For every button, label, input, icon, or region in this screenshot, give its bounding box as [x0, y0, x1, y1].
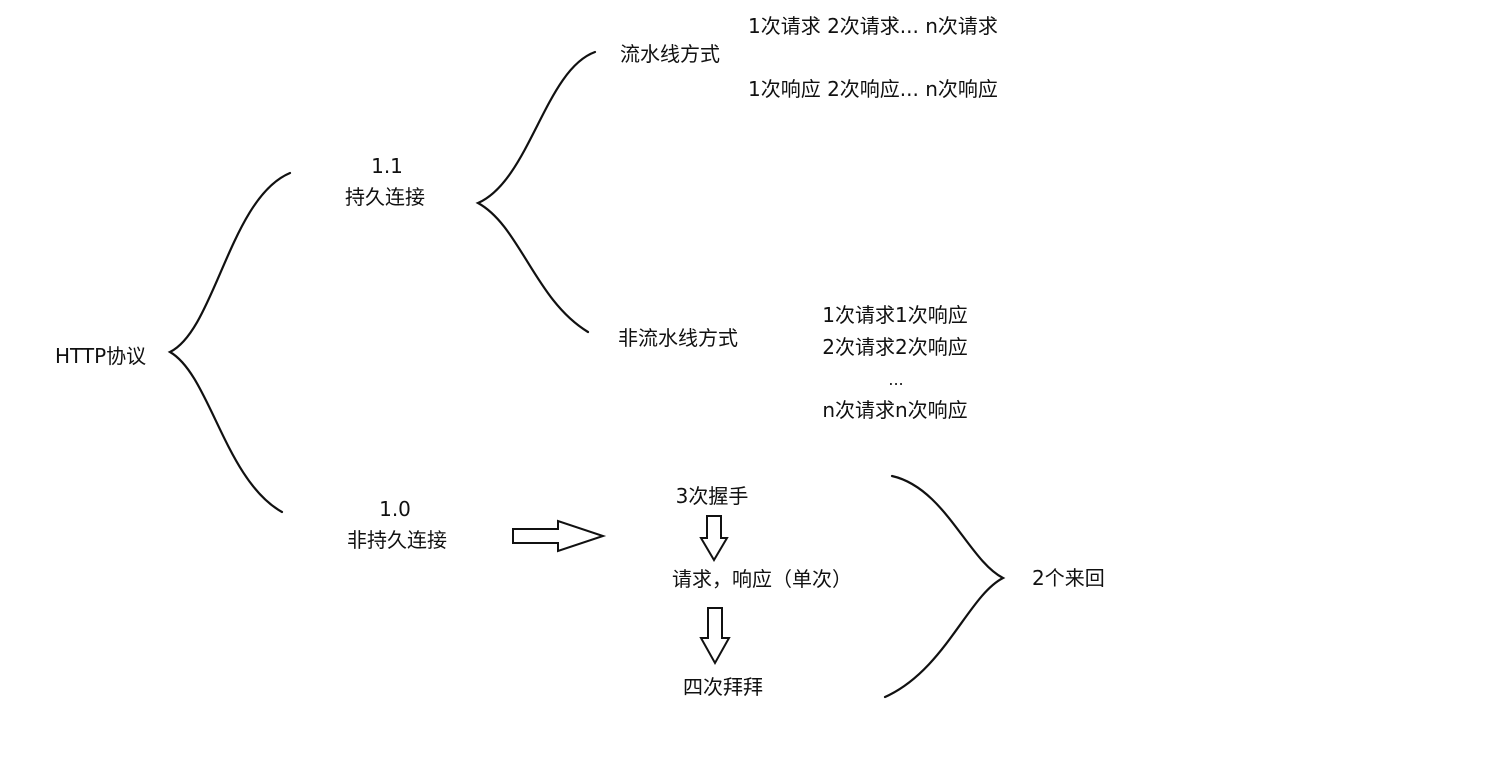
step-goodbye: 四次拜拜 — [683, 675, 763, 699]
root-label: HTTP协议 — [55, 344, 147, 368]
v11-version: 1.1 — [371, 154, 403, 178]
step-handshake: 3次握手 — [675, 484, 749, 508]
non-pipeline-ellipsis: ... — [888, 370, 904, 389]
pipeline-responses: 1次响应 2次响应... n次响应 — [748, 77, 998, 101]
down-arrow-1 — [699, 515, 729, 562]
v10-version: 1.0 — [379, 497, 411, 521]
v10-name: 非持久连接 — [347, 528, 447, 552]
non-pipeline-line: 2次请求2次响应 — [822, 335, 968, 359]
non-pipeline-line: n次请求n次响应 — [822, 398, 968, 422]
non-pipeline-line: 1次请求1次响应 — [822, 303, 968, 327]
v11-name: 持久连接 — [345, 185, 425, 209]
pipeline-requests: 1次请求 2次请求... n次请求 — [748, 14, 998, 38]
down-arrow-2 — [699, 607, 731, 666]
non-pipeline-label: 非流水线方式 — [618, 326, 738, 350]
step-request-response: 请求，响应（单次） — [672, 567, 852, 591]
v11-brace — [475, 50, 597, 334]
v10-right-arrow — [512, 519, 607, 553]
root-brace — [167, 171, 292, 514]
pipeline-label: 流水线方式 — [620, 42, 720, 66]
summary-brace — [883, 474, 1006, 699]
summary-label: 2个来回 — [1032, 566, 1105, 590]
